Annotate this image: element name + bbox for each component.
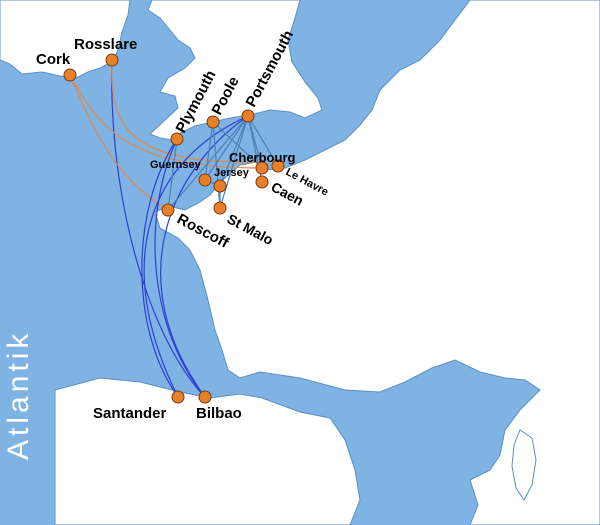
port-marker-guernsey[interactable] <box>198 173 212 187</box>
port-label-cork: Cork <box>36 51 71 68</box>
route-portsmouth-st-malo <box>219 115 249 209</box>
route-cork-roscoff <box>69 74 169 211</box>
port-marker-roscoff[interactable] <box>161 203 175 217</box>
port-marker-cherbourg[interactable] <box>255 161 269 175</box>
port-marker-caen[interactable] <box>255 175 269 189</box>
route-rosslare-cherbourg <box>111 59 261 163</box>
country-label-spain: ESP <box>140 485 220 525</box>
port-marker-santander[interactable] <box>171 390 185 404</box>
route-poole-guernsey <box>204 121 214 181</box>
port-marker-plymouth[interactable] <box>170 132 184 146</box>
land-spain <box>54 377 361 525</box>
route-portsmouth-bilbao <box>160 115 249 398</box>
port-label-rosslare: Rosslare <box>74 36 137 53</box>
route-poole-st-malo <box>212 121 221 209</box>
port-marker-poole[interactable] <box>206 115 220 129</box>
route-portsmouth-santander <box>143 115 249 398</box>
land-ireland <box>0 0 131 79</box>
route-poole-cherbourg <box>212 121 263 169</box>
route-plymouth-santander <box>141 138 179 398</box>
route-portsmouth-jersey <box>219 115 249 187</box>
port-marker-le-havre[interactable] <box>271 159 285 173</box>
port-markers <box>63 53 285 404</box>
land-corsica <box>511 429 537 501</box>
ferry-routes <box>69 59 279 398</box>
port-marker-jersey[interactable] <box>213 179 227 193</box>
route-portsmouth-roscoff <box>167 115 249 211</box>
country-label-france: F <box>312 241 360 321</box>
port-label-cherbourg: Cherbourg <box>229 150 296 165</box>
port-marker-cork[interactable] <box>63 68 77 82</box>
port-label-guernsey: Guernsey <box>150 159 202 171</box>
sea-label: Atlantik <box>2 330 35 460</box>
port-marker-bilbao[interactable] <box>198 390 212 404</box>
route-plymouth-bilbao <box>154 138 206 398</box>
port-marker-portsmouth[interactable] <box>241 109 255 123</box>
port-label-santander: Santander <box>93 405 167 422</box>
port-marker-rosslare[interactable] <box>105 53 119 67</box>
port-label-jersey: Jersey <box>214 167 250 179</box>
country-label-ireland: IE <box>58 10 90 48</box>
country-label-britain: GB <box>198 38 247 76</box>
route-rosslare-bilbao <box>111 59 206 398</box>
route-plymouth-roscoff <box>167 138 178 211</box>
route-portsmouth-guernsey <box>204 115 249 181</box>
route-portsmouth-le-havre <box>247 115 279 167</box>
port-marker-st-malo[interactable] <box>213 201 227 215</box>
land-france <box>154 0 600 525</box>
port-label-bilbao: Bilbao <box>196 405 242 422</box>
